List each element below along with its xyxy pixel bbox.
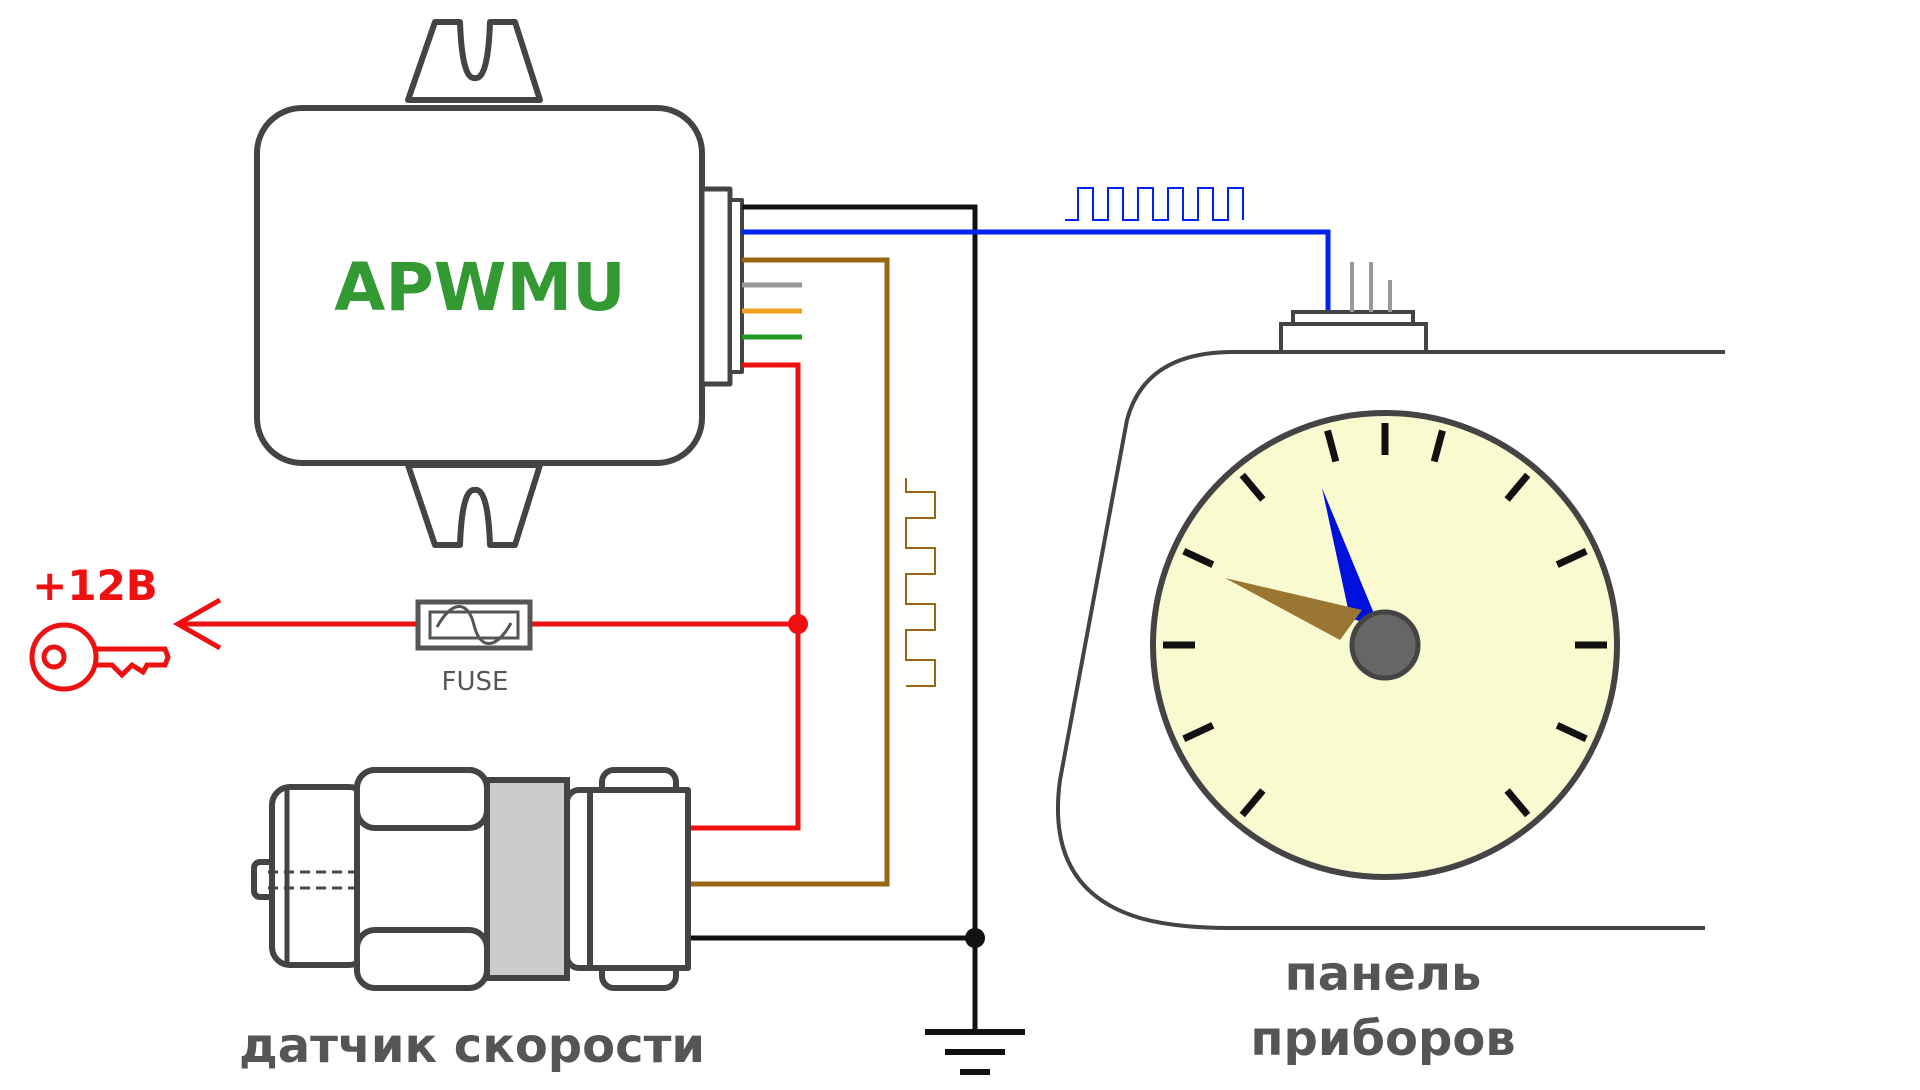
dashboard-label-line2: приборов: [1250, 1011, 1515, 1067]
sensor-connector-body: [587, 787, 691, 971]
wires: [172, 204, 1331, 1030]
power-junction: [788, 614, 808, 634]
speedometer-main-needle: [1322, 488, 1380, 628]
apwmu-module: APWMU: [254, 19, 744, 548]
module-bottom-mounting-tab: [405, 462, 543, 548]
sensor-hex-face-bottom: [354, 927, 490, 991]
sensor-label: датчик скорости: [239, 1018, 705, 1074]
power-wire: [688, 362, 801, 831]
panel-connector-base: [1279, 322, 1428, 354]
needle-hub: [1349, 609, 1421, 681]
speedometer-secondary-needle: [1225, 578, 1362, 640]
power-label: +12В: [32, 561, 158, 610]
sensor-signal-wire: [688, 257, 890, 887]
dial-ticks: [1163, 423, 1607, 818]
dial-tick: [1324, 429, 1340, 463]
ground-junction: [965, 928, 985, 948]
ignition-key-icon: [29, 622, 171, 692]
dial-tick: [1555, 548, 1588, 568]
pulse-signal-icon: [1065, 187, 1244, 221]
dial-tick: [1504, 788, 1531, 818]
module-connector-plug: [728, 198, 744, 374]
instrument-panel: панель приборов: [1055, 262, 1725, 1067]
sensor-pulse-signal-icon: [905, 478, 936, 687]
dial-tick: [1239, 472, 1266, 502]
module-connector: [699, 186, 733, 387]
dial-tick: [1182, 722, 1215, 742]
fuse: FUSE: [415, 599, 533, 697]
ground-symbol-icon: [925, 1029, 1025, 1075]
dial-tick: [1430, 429, 1446, 463]
dial-tick: [1555, 722, 1588, 742]
output-signal-wire: [742, 229, 1331, 312]
dial-tick: [1182, 548, 1215, 568]
module-label: APWMU: [334, 249, 626, 326]
fuse-label: FUSE: [442, 667, 509, 697]
power-arrow-icon: [172, 597, 222, 651]
module-top-mounting-tab: [405, 19, 543, 103]
ground-wire: [742, 204, 978, 1030]
sensor-band: [484, 777, 570, 981]
dashboard-label-line1: панель: [1285, 946, 1482, 1002]
dial-tick: [1239, 788, 1266, 818]
speed-sensor: датчик скорости: [239, 767, 705, 1074]
sensor-hex-face-top: [354, 767, 490, 831]
dial-tick: [1504, 472, 1531, 502]
